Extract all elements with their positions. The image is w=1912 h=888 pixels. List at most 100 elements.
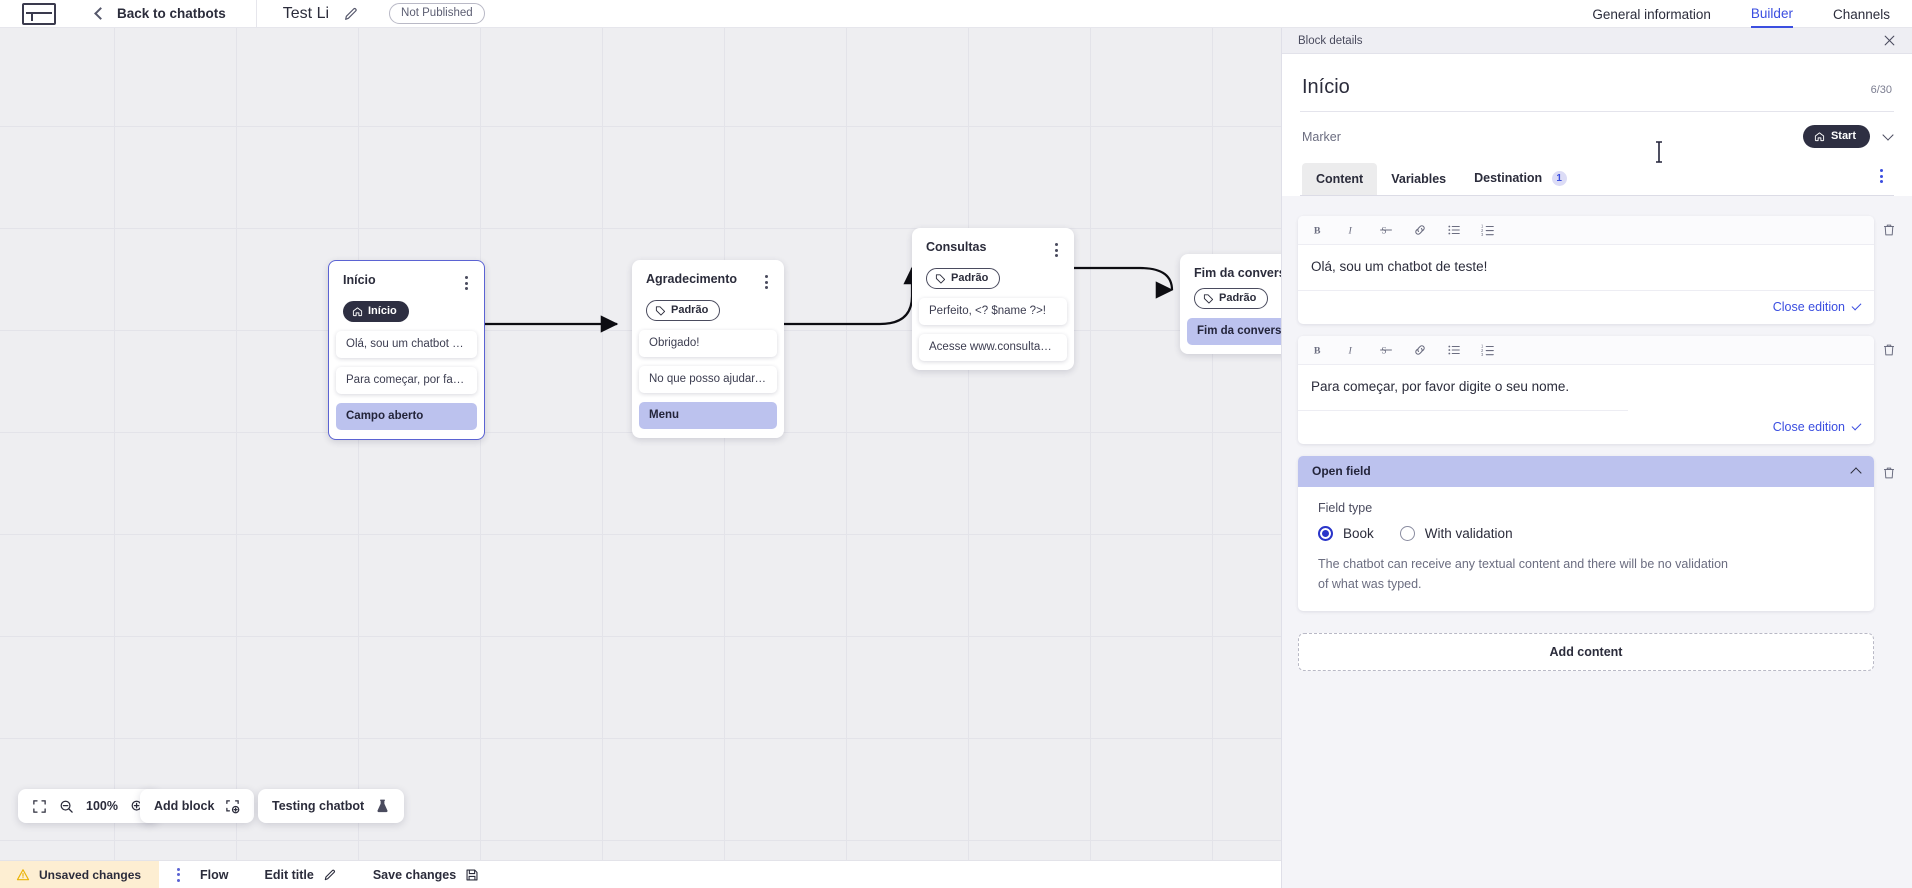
- block-message[interactable]: Obrigado!: [639, 330, 777, 357]
- trash-icon[interactable]: [1882, 342, 1896, 358]
- back-to-chatbots-button[interactable]: Back to chatbots: [94, 6, 256, 21]
- flask-icon: [377, 799, 388, 812]
- block-menu-icon[interactable]: [461, 273, 472, 293]
- tab-general-information[interactable]: General information: [1592, 6, 1711, 22]
- link-icon[interactable]: [1413, 343, 1427, 357]
- bold-icon[interactable]: B: [1311, 343, 1325, 357]
- chevron-down-icon[interactable]: [1882, 128, 1894, 141]
- strikethrough-icon[interactable]: S: [1379, 223, 1393, 237]
- panel-header: Block details: [1282, 28, 1912, 54]
- panel-tabs-more-icon[interactable]: [1877, 166, 1886, 186]
- tab-destination-label: Destination: [1474, 171, 1543, 185]
- close-edition-label: Close edition: [1772, 420, 1845, 435]
- link-icon[interactable]: [1413, 223, 1427, 237]
- tab-destination[interactable]: Destination 1: [1460, 162, 1581, 195]
- close-icon[interactable]: [1883, 34, 1896, 47]
- close-edition-button[interactable]: Close edition: [1298, 291, 1874, 324]
- block-message[interactable]: No que posso ajudar, <? $name ...: [639, 366, 777, 393]
- svg-text:1: 1: [1481, 344, 1484, 349]
- block-message[interactable]: Olá, sou um chatbot de teste!: [336, 331, 477, 358]
- edit-title-button[interactable]: Edit title: [265, 868, 337, 882]
- tag-icon: [655, 305, 666, 316]
- testing-chatbot-button[interactable]: Testing chatbot: [258, 789, 405, 823]
- marker-start-pill[interactable]: Start: [1802, 125, 1870, 148]
- block-name: Início: [1302, 76, 1350, 98]
- bullet-list-icon[interactable]: [1447, 343, 1461, 357]
- chevron-up-icon[interactable]: [1850, 467, 1862, 479]
- block-message[interactable]: Para começar, por favor digite o ...: [336, 367, 477, 394]
- content-text[interactable]: Olá, sou um chatbot de teste!: [1298, 245, 1874, 292]
- flow-block-fim-da-conversa[interactable]: Fim da conversa Padrão Fim da conversa: [1180, 254, 1281, 354]
- block-message-highlighted[interactable]: Fim da conversa: [1187, 318, 1281, 345]
- radio-indicator[interactable]: [1399, 526, 1415, 542]
- home-icon: [1814, 131, 1825, 141]
- edit-title-label: Edit title: [264, 867, 314, 882]
- tab-variables[interactable]: Variables: [1377, 163, 1460, 195]
- zoom-out-icon[interactable]: [59, 799, 74, 814]
- save-changes-label: Save changes: [372, 867, 457, 882]
- unsaved-changes-label: Unsaved changes: [39, 867, 142, 882]
- radio-label: With validation: [1424, 526, 1513, 542]
- block-message[interactable]: Acesse www.consultas.com par...: [919, 334, 1067, 361]
- bullet-list-icon[interactable]: [1447, 223, 1461, 237]
- marker-row: Marker Start: [1300, 112, 1894, 162]
- radio-option-book[interactable]: Book: [1318, 526, 1374, 542]
- svg-text:3: 3: [1481, 352, 1484, 357]
- radio-label: Book: [1343, 526, 1374, 542]
- strikethrough-icon[interactable]: S: [1379, 343, 1393, 357]
- italic-icon[interactable]: I: [1345, 223, 1359, 237]
- add-block-button[interactable]: Add block: [140, 789, 255, 823]
- trash-icon[interactable]: [1882, 465, 1896, 481]
- block-menu-icon[interactable]: [1051, 240, 1062, 260]
- panel-tabs: Content Variables Destination 1: [1300, 162, 1894, 196]
- radio-indicator-selected[interactable]: [1318, 526, 1333, 542]
- status-badge: Not Published: [389, 3, 485, 24]
- char-counter: 6/30: [1870, 84, 1892, 96]
- block-message[interactable]: Perfeito, <? $name ?>!: [919, 298, 1067, 325]
- bottom-status-bar: Unsaved changes Flow Edit title Save cha…: [0, 860, 1281, 888]
- pencil-icon[interactable]: [343, 6, 359, 22]
- flow-block-consultas[interactable]: Consultas Padrão Perfeito, <? $name ?>! …: [912, 228, 1074, 370]
- flow-block-inicio[interactable]: Início Início Olá, sou um chatbot de tes…: [328, 260, 485, 440]
- marker-value: Start: [1830, 130, 1856, 142]
- block-title: Início: [343, 273, 376, 287]
- content-text[interactable]: Para começar, por favor digite o seu nom…: [1298, 365, 1628, 412]
- block-message-highlighted[interactable]: Menu: [639, 402, 777, 429]
- svg-text:2: 2: [1481, 228, 1484, 233]
- fit-screen-icon[interactable]: [32, 799, 47, 814]
- field-type-options: Book With validation: [1318, 526, 1860, 542]
- italic-icon[interactable]: I: [1345, 343, 1359, 357]
- svg-text:I: I: [1348, 346, 1353, 357]
- radio-option-with-validation[interactable]: With validation: [1399, 526, 1513, 542]
- app-logo-icon[interactable]: [22, 2, 56, 25]
- open-field-title: Open field: [1312, 464, 1371, 479]
- close-edition-button[interactable]: Close edition: [1298, 411, 1874, 444]
- add-content-button[interactable]: Add content: [1298, 633, 1874, 672]
- bold-icon[interactable]: B: [1311, 223, 1325, 237]
- tab-builder[interactable]: Builder: [1750, 0, 1793, 28]
- block-message-highlighted[interactable]: Campo aberto: [336, 403, 477, 430]
- unsaved-changes-indicator: Unsaved changes: [0, 860, 160, 888]
- tab-channels[interactable]: Channels: [1832, 6, 1890, 22]
- save-disk-icon: [466, 868, 478, 881]
- svg-text:2: 2: [1481, 348, 1484, 353]
- open-field-header[interactable]: Open field: [1298, 456, 1874, 488]
- zoom-toolbar: 100%: [18, 789, 159, 823]
- panel-header-title: Block details: [1298, 34, 1363, 47]
- trash-icon[interactable]: [1882, 222, 1896, 238]
- block-tag-label: Padrão: [951, 272, 989, 284]
- save-changes-button[interactable]: Save changes: [373, 868, 479, 882]
- open-field-description: The chatbot can receive any textual cont…: [1318, 557, 1728, 591]
- svg-text:B: B: [1314, 346, 1321, 357]
- block-menu-icon[interactable]: [761, 272, 772, 292]
- flow-block-agradecimento[interactable]: Agradecimento Padrão Obrigado! No que po…: [632, 260, 784, 438]
- tab-content[interactable]: Content: [1302, 163, 1378, 195]
- status-more-icon[interactable]: [177, 867, 181, 882]
- flow-button[interactable]: Flow: [200, 868, 228, 882]
- flow-canvas[interactable]: Início Início Olá, sou um chatbot de tes…: [0, 28, 1281, 860]
